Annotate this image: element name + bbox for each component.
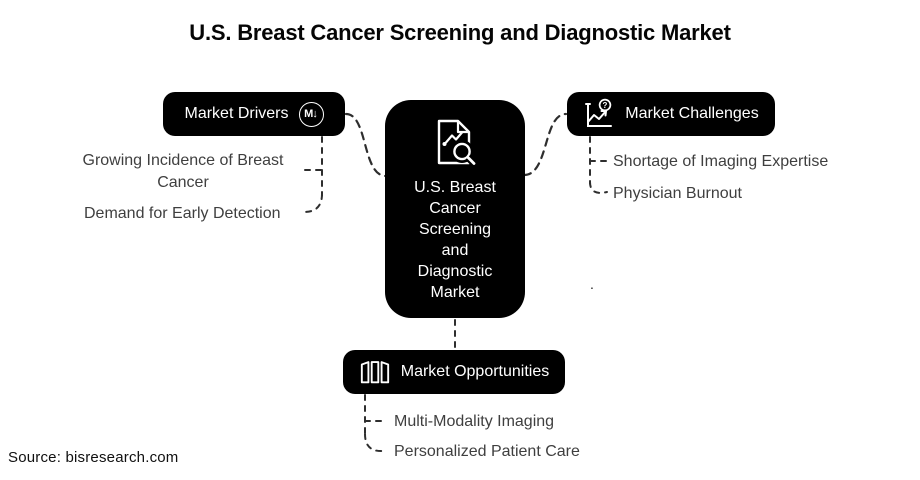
line-chart-question-icon: ? bbox=[585, 98, 613, 127]
connector-center-to-challenges bbox=[522, 112, 568, 177]
market-drivers-node: Market Drivers M↓ bbox=[163, 92, 345, 136]
source-caption: Source: bisresearch.com bbox=[8, 449, 179, 466]
market-challenges-node: ? Market Challenges bbox=[567, 92, 775, 136]
driver-item-early-detection: Demand for Early Detection bbox=[84, 205, 281, 222]
central-node-label: U.S. Breast Cancer Screening and Diagnos… bbox=[414, 179, 496, 301]
opportunity-item-multi-modality: Multi-Modality Imaging bbox=[394, 413, 555, 430]
question-mark-glyph: ? bbox=[603, 101, 608, 110]
connector-drivers-to-center bbox=[344, 112, 388, 178]
driver-item-growing-incidence: Growing Incidence of Breast Cancer bbox=[82, 152, 284, 191]
page-title: U.S. Breast Cancer Screening and Diagnos… bbox=[189, 20, 731, 45]
column-panels-icon bbox=[360, 361, 389, 384]
challenge-item-imaging-expertise: Shortage of Imaging Expertise bbox=[613, 153, 829, 170]
connector-opportunities-branch bbox=[364, 394, 384, 453]
connector-drivers-branch bbox=[303, 136, 323, 213]
market-drivers-label: Market Drivers bbox=[184, 105, 289, 122]
opportunity-item-personalized-care: Personalized Patient Care bbox=[394, 443, 580, 460]
market-challenges-label: Market Challenges bbox=[625, 105, 759, 122]
market-opportunities-label: Market Opportunities bbox=[400, 363, 550, 380]
connector-challenges-branch bbox=[589, 136, 608, 194]
challenge-item-physician-burnout: Physician Burnout bbox=[613, 185, 742, 202]
stray-dot: . bbox=[590, 276, 594, 292]
market-opportunities-node: Market Opportunities bbox=[343, 350, 565, 394]
circled-m-down-arrow-icon: M↓ bbox=[298, 101, 324, 127]
central-node: U.S. Breast Cancer Screening and Diagnos… bbox=[385, 100, 525, 318]
document-chart-magnifier-icon bbox=[437, 119, 477, 166]
